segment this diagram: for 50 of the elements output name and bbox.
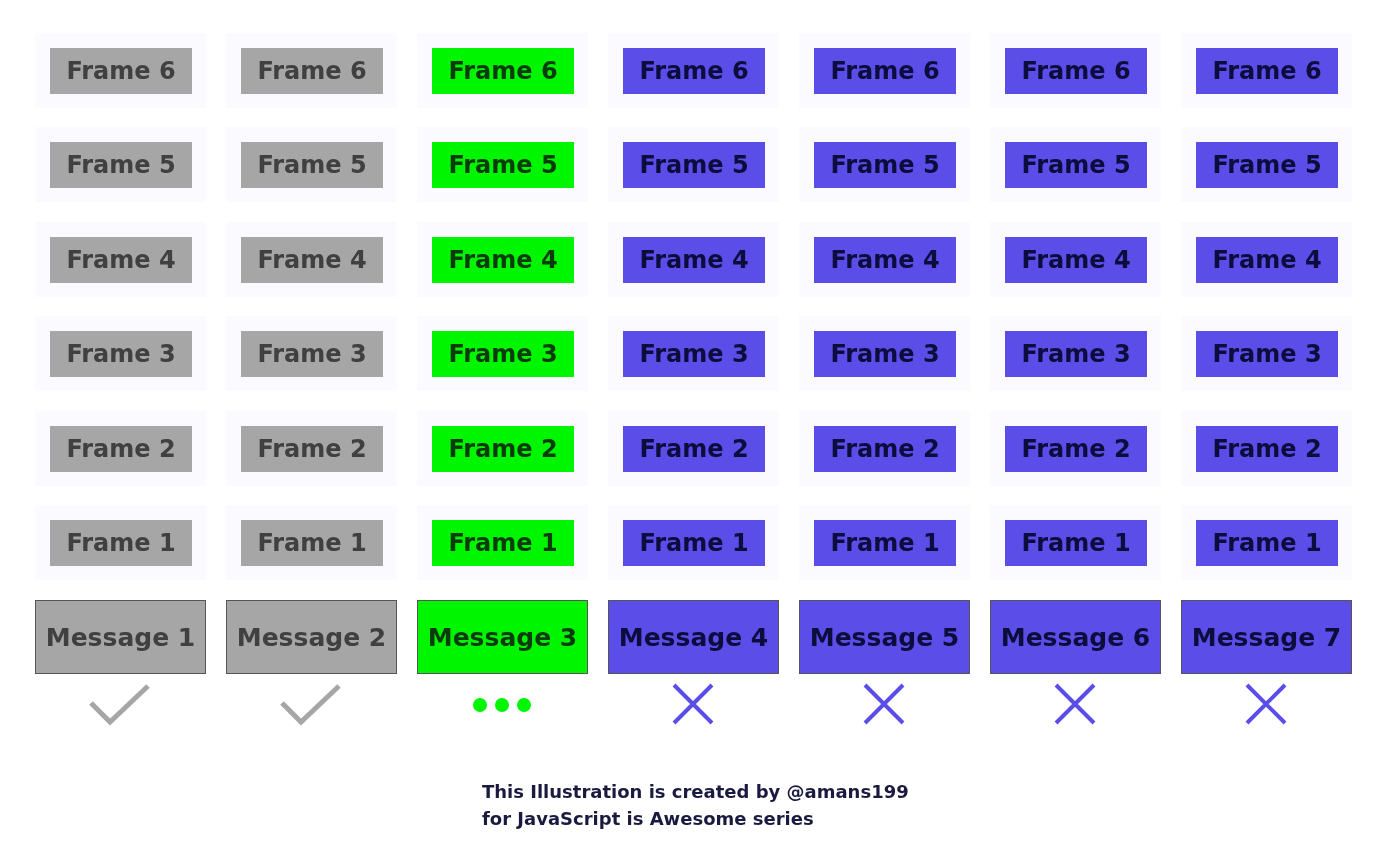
frame-box: Frame 5 (1005, 142, 1147, 188)
frame-box: Frame 6 (241, 48, 383, 94)
caption: This Illustration is created by @amans199 for JavaScript is Awesome series (482, 780, 910, 831)
frame-box: Frame 2 (241, 426, 383, 472)
message-box: Message 6 (990, 600, 1161, 674)
frame-box: Frame 4 (814, 237, 956, 283)
frame-box: Frame 5 (50, 142, 192, 188)
frame-box: Frame 3 (623, 331, 765, 377)
frame-box: Frame 5 (1196, 142, 1338, 188)
frame-box: Frame 4 (623, 237, 765, 283)
frame-box: Frame 6 (623, 48, 765, 94)
frame-box: Frame 2 (50, 426, 192, 472)
message-box: Message 2 (226, 600, 397, 674)
message-box: Message 3 (417, 600, 588, 674)
frame-box: Frame 5 (623, 142, 765, 188)
frame-box: Frame 1 (1005, 520, 1147, 566)
frame-box: Frame 1 (623, 520, 765, 566)
frame-box: Frame 6 (432, 48, 574, 94)
frame-box: Frame 2 (623, 426, 765, 472)
message-box: Message 5 (799, 600, 970, 674)
frame-box: Frame 2 (1005, 426, 1147, 472)
frame-box: Frame 3 (241, 331, 383, 377)
frame-box: Frame 6 (814, 48, 956, 94)
message-box: Message 7 (1181, 600, 1352, 674)
message-box: Message 4 (608, 600, 779, 674)
frame-box: Frame 4 (241, 237, 383, 283)
frame-box: Frame 2 (1196, 426, 1338, 472)
frame-box: Frame 3 (50, 331, 192, 377)
frame-box: Frame 1 (241, 520, 383, 566)
frame-box: Frame 4 (1005, 237, 1147, 283)
frame-box: Frame 2 (432, 426, 574, 472)
frame-box: Frame 1 (50, 520, 192, 566)
frame-box: Frame 6 (1196, 48, 1338, 94)
frame-box: Frame 6 (1005, 48, 1147, 94)
frame-box: Frame 4 (432, 237, 574, 283)
frame-box: Frame 3 (814, 331, 956, 377)
frame-box: Frame 6 (50, 48, 192, 94)
message-box: Message 1 (35, 600, 206, 674)
frame-box: Frame 4 (50, 237, 192, 283)
frame-box: Frame 5 (241, 142, 383, 188)
frame-box: Frame 4 (1196, 237, 1338, 283)
frame-box: Frame 3 (1005, 331, 1147, 377)
frame-box: Frame 5 (432, 142, 574, 188)
frame-box: Frame 1 (1196, 520, 1338, 566)
frame-box: Frame 2 (814, 426, 956, 472)
frame-box: Frame 3 (432, 331, 574, 377)
frame-box: Frame 1 (814, 520, 956, 566)
frame-box: Frame 3 (1196, 331, 1338, 377)
frame-box: Frame 5 (814, 142, 956, 188)
frame-box: Frame 1 (432, 520, 574, 566)
